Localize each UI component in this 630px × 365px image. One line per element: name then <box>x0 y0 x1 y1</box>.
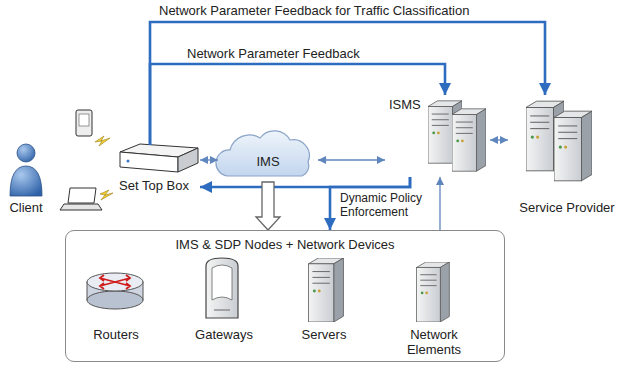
group-band: IMS & SDP Nodes + Network DevicesRouters… <box>65 230 505 362</box>
network-element-icon <box>417 262 450 322</box>
isms-server-icon <box>428 101 486 171</box>
set-top-box-node: Set Top Box <box>108 145 200 195</box>
node-label: Routers <box>93 327 139 342</box>
set-top-box-icon <box>120 152 178 172</box>
service-provider-server-icon <box>554 111 592 181</box>
device-node: Servers <box>284 255 364 359</box>
handheld-device-icon <box>76 110 92 136</box>
network-element-icon <box>417 262 450 322</box>
client-person-icon <box>17 144 35 162</box>
wireless-bolt <box>95 136 110 146</box>
server-node: Service Provider <box>508 95 626 217</box>
node-label: Servers <box>302 327 347 342</box>
connector-arrow <box>150 22 545 145</box>
router-icon <box>100 275 130 289</box>
router-icon <box>87 273 143 291</box>
device-node: Gateways <box>184 255 264 359</box>
connector-arrow <box>490 139 508 140</box>
laptop-icon <box>60 188 102 210</box>
connector-arrow <box>150 64 445 145</box>
connector-arrow <box>318 159 385 160</box>
laptop-icon <box>68 188 96 203</box>
gateway-icon <box>214 310 230 311</box>
client-node: Client <box>0 140 52 217</box>
connector-label: Network Parameter Feedback <box>185 46 362 61</box>
connector-group <box>150 22 545 230</box>
connector-arrow <box>200 159 218 160</box>
connector-label: Dynamic Policy Enforcement <box>338 191 438 219</box>
node-label: Gateways <box>195 327 253 342</box>
wireless-bolt <box>100 190 113 200</box>
connector-label: Network Parameter Feedback for Traffic C… <box>157 3 471 18</box>
device-node: Network Elements <box>384 255 484 359</box>
server-icon <box>309 258 344 322</box>
gateway-icon <box>206 258 238 318</box>
cloud-node: IMS <box>218 140 318 182</box>
connector-arrow <box>439 177 440 230</box>
client-person-icon <box>10 144 42 196</box>
hollow-arrow <box>256 182 280 230</box>
router-icon <box>87 273 143 309</box>
ims-cloud <box>216 131 309 176</box>
set-top-box-icon <box>120 144 198 172</box>
node-label: IMS & SDP Nodes + Network Devices <box>175 237 394 252</box>
handheld-device-icon <box>76 110 92 136</box>
node-label: Client <box>9 200 42 215</box>
handheld-device-icon <box>79 114 89 126</box>
node-label: ISMS <box>389 97 421 112</box>
router-icon <box>87 291 143 309</box>
service-provider-server-icon <box>526 101 592 181</box>
node-label: Network Elements <box>397 327 471 357</box>
device-node: Routers <box>76 255 156 359</box>
laptop-icon <box>60 204 102 210</box>
ims-cloud <box>216 131 309 176</box>
node-label: Set Top Box <box>119 178 189 193</box>
node-label: IMS <box>256 154 279 169</box>
server-node: ISMS <box>385 95 490 177</box>
set-top-box-icon <box>178 148 198 172</box>
server-icon <box>309 258 344 322</box>
gateway-icon <box>212 265 232 300</box>
gateway-icon <box>206 258 238 318</box>
node-label: Service Provider <box>519 200 614 215</box>
isms-server-icon <box>452 109 486 171</box>
client-person-icon <box>10 166 42 196</box>
wireless-bolt <box>95 136 113 200</box>
connector-arrow <box>200 177 410 187</box>
set-top-box-icon <box>127 160 130 163</box>
